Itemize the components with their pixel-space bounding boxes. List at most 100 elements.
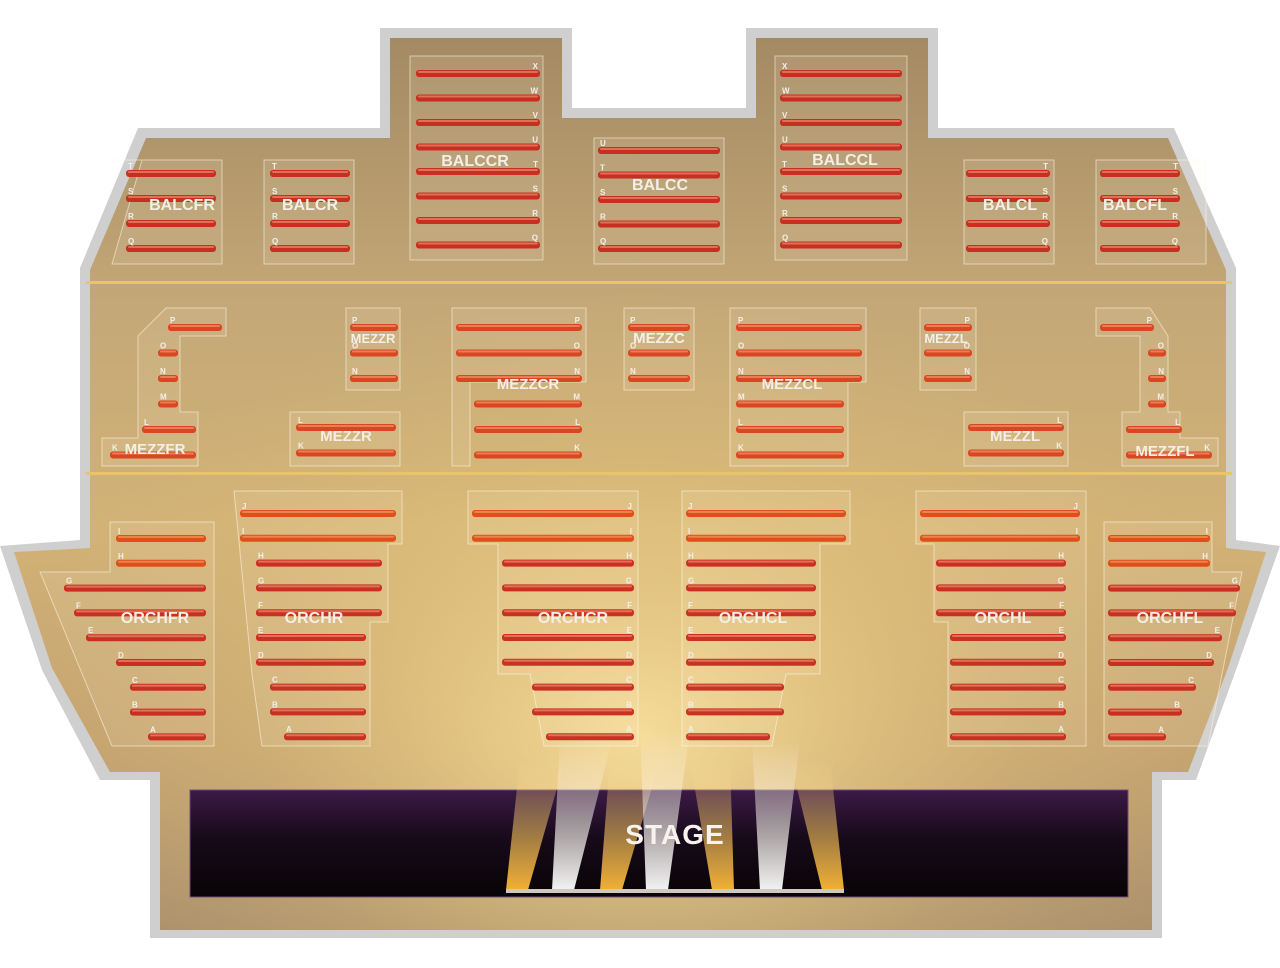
seat-row[interactable] [1148, 400, 1166, 408]
seat-row[interactable] [270, 708, 366, 716]
seat-row[interactable] [296, 449, 396, 457]
seat-row[interactable] [968, 424, 1064, 431]
seat-row[interactable] [270, 245, 350, 252]
seat-row[interactable] [416, 119, 540, 126]
seat-row[interactable] [1100, 220, 1180, 227]
seat-row[interactable] [126, 245, 216, 252]
seat-row[interactable] [780, 119, 902, 126]
seat-row[interactable] [270, 683, 366, 691]
seat-row[interactable] [142, 426, 196, 433]
seat-row[interactable] [256, 634, 366, 641]
section-outline[interactable] [467, 490, 639, 747]
seat-row[interactable] [416, 70, 540, 77]
seat-row[interactable] [158, 400, 178, 408]
section-outline[interactable] [681, 490, 851, 747]
seat-row[interactable] [780, 143, 902, 151]
seat-row[interactable] [116, 535, 206, 542]
seat-row[interactable] [1108, 733, 1166, 741]
seat-row[interactable] [966, 170, 1050, 177]
seat-row[interactable] [628, 349, 690, 357]
seat-row[interactable] [780, 70, 902, 77]
seat-row[interactable] [628, 324, 690, 331]
seat-row[interactable] [240, 534, 396, 542]
seat-row[interactable] [158, 349, 178, 357]
seat-row[interactable] [270, 195, 350, 202]
seat-row[interactable] [686, 658, 816, 666]
seat-row[interactable] [456, 324, 582, 331]
seat-row[interactable] [532, 708, 634, 716]
seat-row[interactable] [256, 658, 366, 666]
seat-row[interactable] [950, 634, 1066, 641]
seat-row[interactable] [736, 375, 862, 382]
seat-row[interactable] [284, 733, 366, 741]
seat-row[interactable] [350, 375, 398, 382]
seat-row[interactable] [472, 510, 634, 517]
seat-row[interactable] [736, 451, 844, 459]
seat-row[interactable] [1108, 708, 1182, 716]
seat-row[interactable] [1108, 535, 1210, 542]
seat-row[interactable] [116, 559, 206, 567]
seat-row[interactable] [1108, 634, 1222, 642]
seat-row[interactable] [502, 634, 634, 641]
seat-row[interactable] [416, 168, 540, 175]
seat-row[interactable] [686, 708, 784, 716]
section-outline[interactable] [263, 159, 355, 265]
seat-row[interactable] [686, 584, 816, 592]
seat-row[interactable] [350, 349, 398, 357]
seat-row[interactable] [64, 584, 206, 592]
seat-row[interactable] [950, 683, 1066, 691]
seat-row[interactable] [736, 349, 862, 357]
seat-row[interactable] [966, 195, 1050, 202]
seat-row[interactable] [686, 683, 784, 691]
seat-row[interactable] [686, 733, 770, 741]
seat-row[interactable] [924, 324, 972, 331]
seat-row[interactable] [598, 220, 720, 228]
seat-row[interactable] [598, 171, 720, 179]
seat-row[interactable] [256, 584, 382, 592]
seat-row[interactable] [780, 241, 902, 249]
seat-row[interactable] [474, 426, 582, 433]
seat-row[interactable] [502, 584, 634, 592]
section-outline[interactable] [774, 55, 908, 261]
seat-row[interactable] [474, 451, 582, 459]
section-outline[interactable] [1095, 307, 1219, 467]
seat-row[interactable] [1108, 609, 1236, 617]
seat-row[interactable] [966, 245, 1050, 252]
seat-row[interactable] [116, 659, 206, 666]
seat-row[interactable] [1100, 245, 1180, 252]
seat-row[interactable] [270, 170, 350, 177]
seat-row[interactable] [256, 559, 382, 567]
seat-row[interactable] [546, 733, 634, 741]
seat-row[interactable] [416, 143, 540, 151]
seat-row[interactable] [240, 510, 396, 517]
seat-row[interactable] [456, 349, 582, 357]
seat-row[interactable] [502, 609, 634, 617]
seat-row[interactable] [780, 168, 902, 175]
seat-row[interactable] [126, 170, 216, 177]
seat-row[interactable] [780, 217, 902, 224]
seat-row[interactable] [456, 375, 582, 382]
seat-row[interactable] [924, 349, 972, 357]
section-outline[interactable] [111, 159, 223, 265]
seat-row[interactable] [686, 534, 846, 542]
seat-row[interactable] [74, 609, 206, 617]
seat-row[interactable] [628, 375, 690, 382]
seat-row[interactable] [1148, 375, 1166, 382]
seat-row[interactable] [416, 192, 540, 200]
seat-row[interactable] [416, 241, 540, 249]
seat-row[interactable] [126, 195, 216, 202]
seat-row[interactable] [736, 400, 844, 408]
